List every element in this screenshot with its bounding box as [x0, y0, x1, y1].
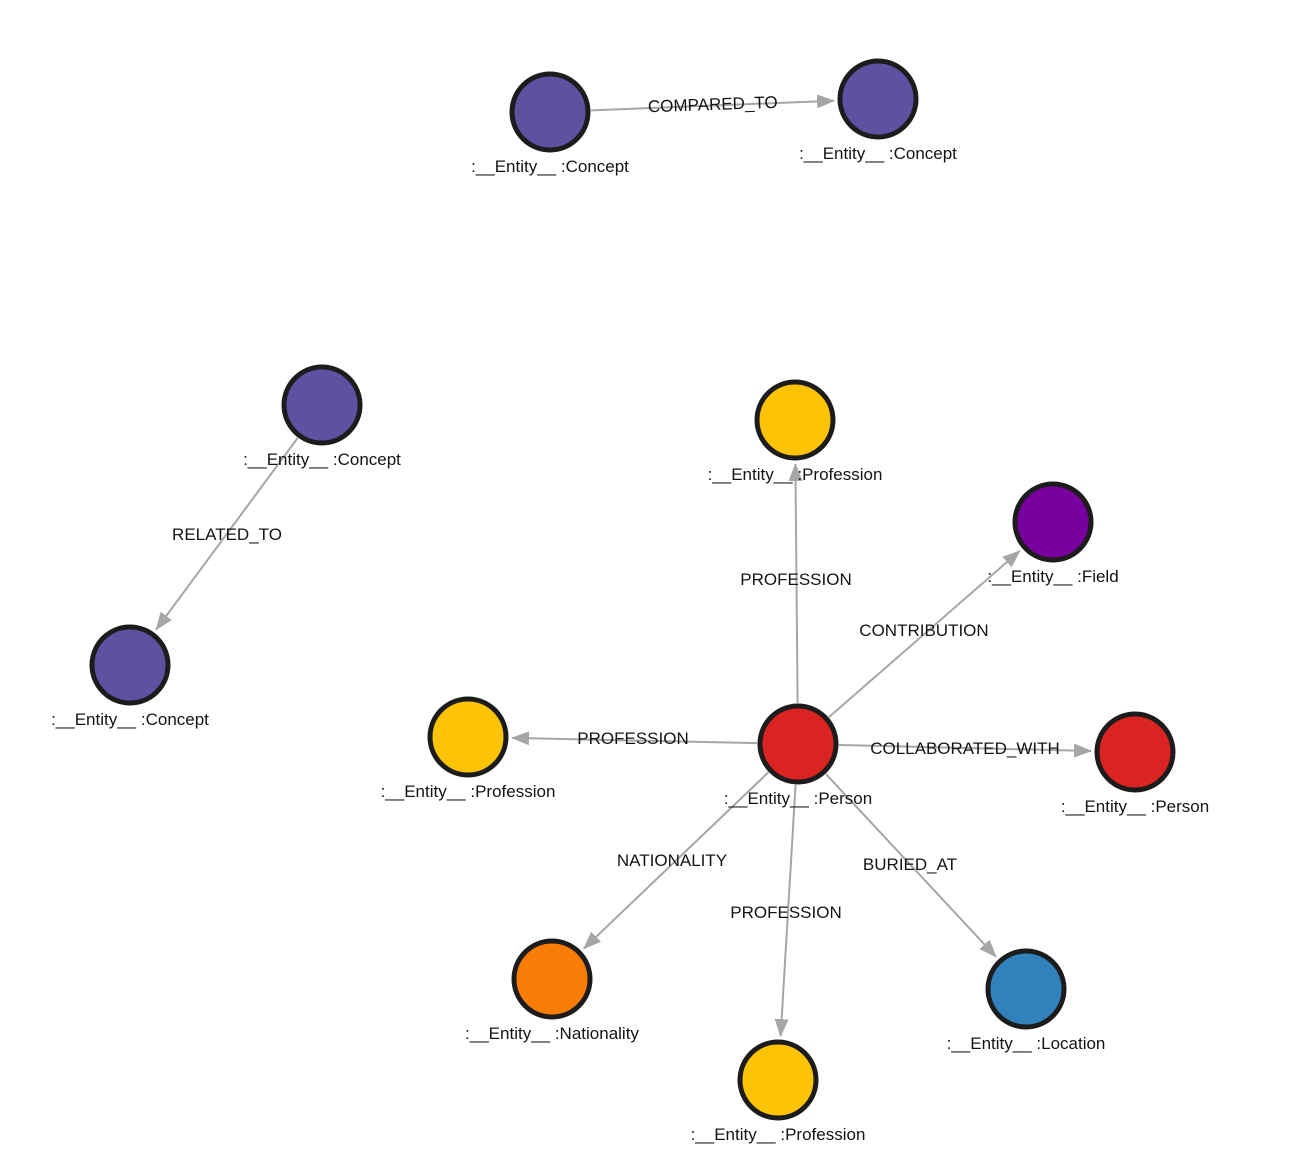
node-circle-person[interactable]: [757, 703, 839, 785]
graph-node-nationality[interactable]: :__Entity__ :Nationality: [465, 938, 639, 1043]
relationship-line[interactable]: [788, 462, 803, 704]
node-caption: :__Entity__ :Person: [724, 789, 872, 808]
node-circle-person[interactable]: [1094, 711, 1176, 793]
node-circle-profession[interactable]: [754, 379, 836, 461]
edge-layer: COMPARED_TO RELATED_TO PROFESSION CONTRIBUT…: [155, 93, 1093, 1038]
graph-node-concept-lower-left[interactable]: :__Entity__ :Concept: [51, 624, 209, 729]
node-caption: :__Entity__ :Location: [947, 1034, 1106, 1053]
graph-node-person-right[interactable]: :__Entity__ :Person: [1061, 711, 1209, 816]
relationship-collaborated-with[interactable]: COLLABORATED_WITH: [838, 739, 1093, 758]
relationship-compared-to[interactable]: COMPARED_TO: [590, 93, 836, 117]
graph-node-profession-left[interactable]: :__Entity__ :Profession: [381, 696, 556, 801]
relationship-line[interactable]: [155, 437, 299, 631]
relationship-label[interactable]: COLLABORATED_WITH: [870, 739, 1060, 758]
node-circle-profession[interactable]: [737, 1039, 819, 1121]
node-circle-concept[interactable]: [509, 71, 591, 153]
relationship-label[interactable]: BURIED_AT: [863, 855, 957, 874]
relationship-profession[interactable]: PROFESSION: [730, 784, 842, 1038]
graph-node-profession-top[interactable]: :__Entity__ :Profession: [708, 379, 883, 484]
relationship-line[interactable]: [583, 771, 770, 950]
relationship-related-to[interactable]: RELATED_TO: [155, 437, 299, 631]
relationship-label[interactable]: PROFESSION: [730, 903, 841, 922]
node-circle-nationality[interactable]: [511, 938, 593, 1020]
relationship-profession[interactable]: PROFESSION: [740, 462, 852, 704]
relationship-line[interactable]: [825, 773, 997, 958]
node-caption: :__Entity__ :Concept: [471, 157, 629, 176]
relationship-label[interactable]: RELATED_TO: [172, 525, 282, 544]
relationship-buried-at[interactable]: BURIED_AT: [825, 773, 997, 958]
relationship-line[interactable]: [510, 731, 758, 746]
node-circle-concept[interactable]: [281, 364, 363, 446]
relationship-profession[interactable]: PROFESSION: [510, 729, 758, 748]
relationship-label[interactable]: COMPARED_TO: [648, 93, 778, 117]
node-caption: :__Entity__ :Profession: [381, 782, 556, 801]
node-caption: :__Entity__ :Person: [1061, 797, 1209, 816]
graph-node-field[interactable]: :__Entity__ :Field: [987, 481, 1119, 586]
relationship-label[interactable]: NATIONALITY: [617, 851, 727, 870]
graph-node-profession-bottom[interactable]: :__Entity__ :Profession: [691, 1039, 866, 1144]
relationship-line[interactable]: [774, 784, 797, 1038]
relationship-line[interactable]: [828, 550, 1021, 718]
relationship-contribution[interactable]: CONTRIBUTION: [828, 550, 1021, 718]
node-caption: :__Entity__ :Field: [987, 567, 1118, 586]
node-layer: :__Entity__ :Concept :__Entity__ :Concept…: [51, 58, 1209, 1144]
node-caption: :__Entity__ :Profession: [708, 465, 883, 484]
node-circle-profession[interactable]: [427, 696, 509, 778]
node-circle-location[interactable]: [985, 948, 1067, 1030]
relationship-label[interactable]: PROFESSION: [577, 729, 688, 748]
node-circle-field[interactable]: [1012, 481, 1094, 563]
relationship-line[interactable]: [590, 94, 836, 112]
relationship-label[interactable]: PROFESSION: [740, 570, 851, 589]
node-caption: :__Entity__ :Concept: [243, 450, 401, 469]
graph-node-concept-top-right[interactable]: :__Entity__ :Concept: [799, 58, 957, 163]
graph-node-concept-mid-left[interactable]: :__Entity__ :Concept: [243, 364, 401, 469]
relationship-line[interactable]: [838, 743, 1093, 758]
node-circle-concept[interactable]: [837, 58, 919, 140]
relationship-nationality[interactable]: NATIONALITY: [583, 771, 770, 950]
graph-node-concept-top-left[interactable]: :__Entity__ :Concept: [471, 71, 629, 176]
node-caption: :__Entity__ :Nationality: [465, 1024, 639, 1043]
graph-node-person-center[interactable]: :__Entity__ :Person: [724, 703, 872, 808]
relationship-label[interactable]: CONTRIBUTION: [859, 621, 988, 640]
node-circle-concept[interactable]: [89, 624, 171, 706]
node-caption: :__Entity__ :Concept: [51, 710, 209, 729]
graph-node-location[interactable]: :__Entity__ :Location: [947, 948, 1106, 1053]
node-caption: :__Entity__ :Concept: [799, 144, 957, 163]
node-caption: :__Entity__ :Profession: [691, 1125, 866, 1144]
